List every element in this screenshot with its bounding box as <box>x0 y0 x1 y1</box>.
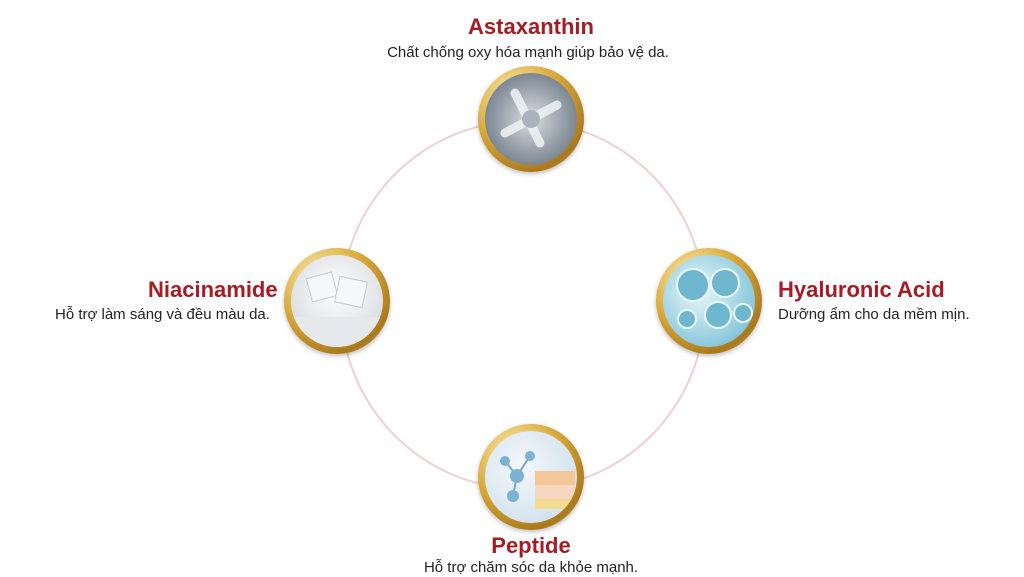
niacinamide-desc: Hỗ trợ làm sáng và đều màu da. <box>55 306 270 323</box>
niacinamide-title: Niacinamide <box>148 277 278 302</box>
hyaluronic-title: Hyaluronic Acid <box>778 277 945 302</box>
niacinamide-medallion <box>284 248 390 354</box>
astaxanthin-desc: Chất chống oxy hóa mạnh giúp bảo vệ da. <box>387 44 669 61</box>
astaxanthin-medallion <box>478 66 584 172</box>
peptide-title: Peptide <box>491 533 571 558</box>
crystal-molecule-icon <box>485 73 577 165</box>
peptide-medallion <box>478 424 584 530</box>
water-bubbles-icon <box>663 255 755 347</box>
hyaluronic-desc: Dưỡng ẩm cho da mềm mịn. <box>778 306 970 323</box>
molecule-skin-icon <box>485 431 577 523</box>
astaxanthin-title: Astaxanthin <box>468 14 594 39</box>
ice-crystals-icon <box>291 255 383 347</box>
peptide-desc: Hỗ trợ chăm sóc da khỏe mạnh. <box>423 559 639 576</box>
hyaluronic-medallion <box>656 248 762 354</box>
